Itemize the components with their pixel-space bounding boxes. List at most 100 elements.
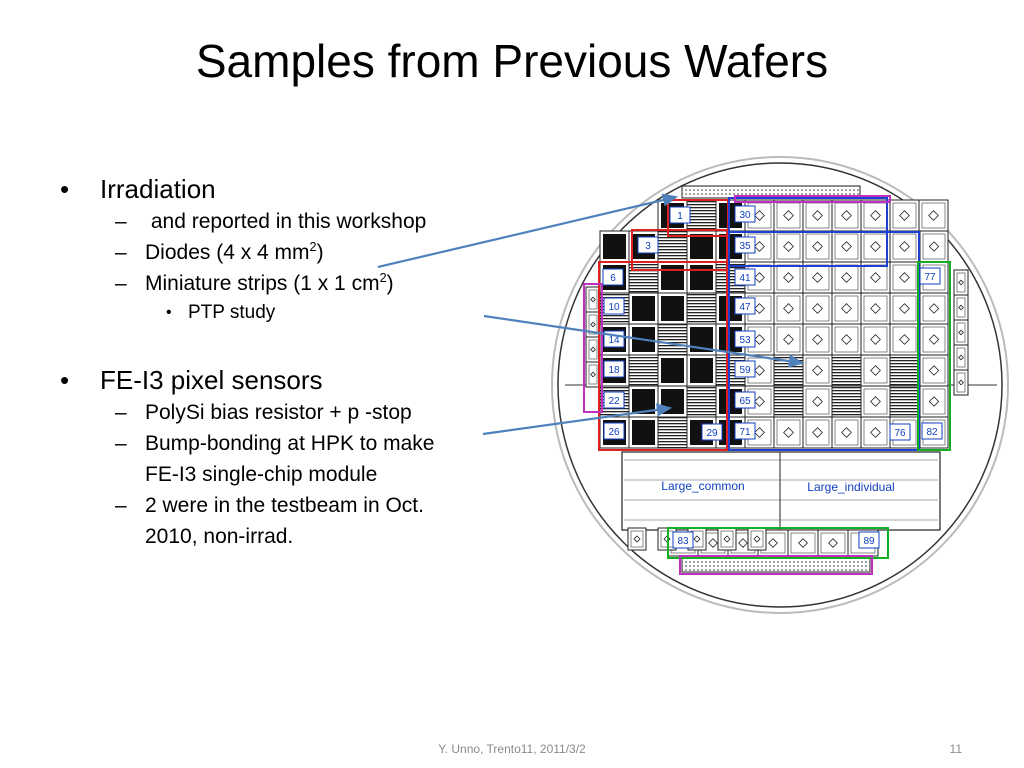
slide-number: 11 <box>949 742 962 756</box>
stripe-cell <box>773 385 804 418</box>
diamond-cell <box>919 354 949 387</box>
chip-number-22: 22 <box>603 391 625 409</box>
chip-number-text: 14 <box>608 335 620 346</box>
diamond-mark <box>958 304 964 311</box>
diamond-mark <box>899 210 910 221</box>
cell-frame <box>919 354 949 387</box>
cell-frame <box>585 361 601 388</box>
chip-number-text: 26 <box>608 427 620 438</box>
diamond-cell <box>831 199 862 232</box>
large-sensor-block <box>621 451 941 531</box>
cell-inner <box>922 388 946 415</box>
diamond-mark <box>812 427 823 438</box>
diamond-mark <box>754 365 765 376</box>
superscript: 2 <box>309 240 317 254</box>
chip-number-box <box>734 422 756 440</box>
chip-number-text: 76 <box>894 428 906 439</box>
diamond-mark <box>928 303 940 314</box>
diamond-cell <box>860 292 891 325</box>
diamond-mark <box>841 303 852 314</box>
bullet-text: and reported in this workshop <box>150 210 427 233</box>
bottom-small-cell <box>627 527 647 551</box>
region-border-red <box>598 261 728 451</box>
diamond-cell <box>919 230 949 263</box>
stripe-cell <box>657 416 688 449</box>
diamond-mark <box>841 427 852 438</box>
large-sensor-frame <box>621 451 941 531</box>
cell-inner <box>776 326 801 353</box>
cell-inner <box>820 532 846 554</box>
bullet-text: FE-I3 pixel sensors <box>100 365 323 395</box>
chip-number-box <box>734 360 756 378</box>
cell-frame <box>953 344 969 371</box>
cell-inner <box>750 530 764 548</box>
chip-number-text: 1 <box>677 211 683 222</box>
cell-frame <box>919 230 949 263</box>
chip-number-41: 41 <box>734 268 756 286</box>
cell-inner <box>834 419 859 446</box>
chip-number-box <box>858 531 880 549</box>
footer-text: Y. Unno, Trento11, 2011/3/2 <box>438 742 586 756</box>
cell-fill <box>661 358 684 383</box>
region-border-magenta-bottom <box>679 555 873 575</box>
chip-number-text: 6 <box>610 273 616 284</box>
cell-fill <box>632 296 655 321</box>
arrow-diodes <box>377 193 679 269</box>
chip-number-3: 3 <box>637 236 659 254</box>
bottom-edge-row <box>681 557 871 573</box>
cell-fill <box>661 265 684 290</box>
cell-inner <box>863 419 888 446</box>
chip-number-47: 47 <box>734 297 756 315</box>
dark-cell <box>657 292 688 325</box>
cell-stripes <box>831 385 862 418</box>
cell-frame <box>787 529 819 557</box>
cell-inner <box>805 388 830 415</box>
cell-inner <box>863 326 888 353</box>
chip-number-box <box>603 422 625 440</box>
diamond-cell <box>773 199 804 232</box>
diamond-mark <box>783 272 794 283</box>
cell-inner <box>863 295 888 322</box>
diamond-cell <box>919 323 949 356</box>
chip-number-box <box>603 391 625 409</box>
cell-fill <box>603 234 626 259</box>
label-large-individual: Large_individual <box>807 480 894 494</box>
cell-stripes <box>773 385 804 418</box>
diamond-mark <box>590 321 596 328</box>
cell-inner <box>834 233 859 260</box>
cell-fill <box>632 389 655 414</box>
diamond-mark <box>812 241 823 252</box>
diamond-cell <box>889 261 920 294</box>
cell-frame <box>831 292 862 325</box>
diamond-cell <box>773 416 804 449</box>
dash-marker: – <box>115 432 127 455</box>
chip-number-text: 47 <box>739 302 751 313</box>
cell-frame <box>585 286 601 313</box>
diamond-mark <box>899 272 910 283</box>
diamond-cell <box>773 261 804 294</box>
small-cell <box>585 361 601 388</box>
diamond-mark <box>899 241 910 252</box>
chip-number-box <box>734 268 756 286</box>
cell-inner <box>892 233 917 260</box>
bullet-text: FE-I3 single-chip module <box>145 463 378 486</box>
diamond-mark <box>783 334 794 345</box>
diamond-mark <box>812 334 823 345</box>
diamond-cell <box>831 230 862 263</box>
cell-frame <box>773 230 804 263</box>
diamond-mark <box>754 303 765 314</box>
chip-number-82: 82 <box>921 422 943 440</box>
diamond-mark <box>754 272 765 283</box>
cell-inner <box>922 326 946 353</box>
cell-inner <box>805 295 830 322</box>
bullet-irradiation: •Irradiation <box>60 172 530 206</box>
diamond-mark <box>754 427 765 438</box>
dash-marker: – <box>115 494 127 517</box>
diamond-mark <box>870 210 881 221</box>
cell-frame <box>889 323 920 356</box>
stripe-cell <box>628 354 659 387</box>
slide-title: Samples from Previous Wafers <box>195 35 829 87</box>
cell-frame <box>953 319 969 346</box>
